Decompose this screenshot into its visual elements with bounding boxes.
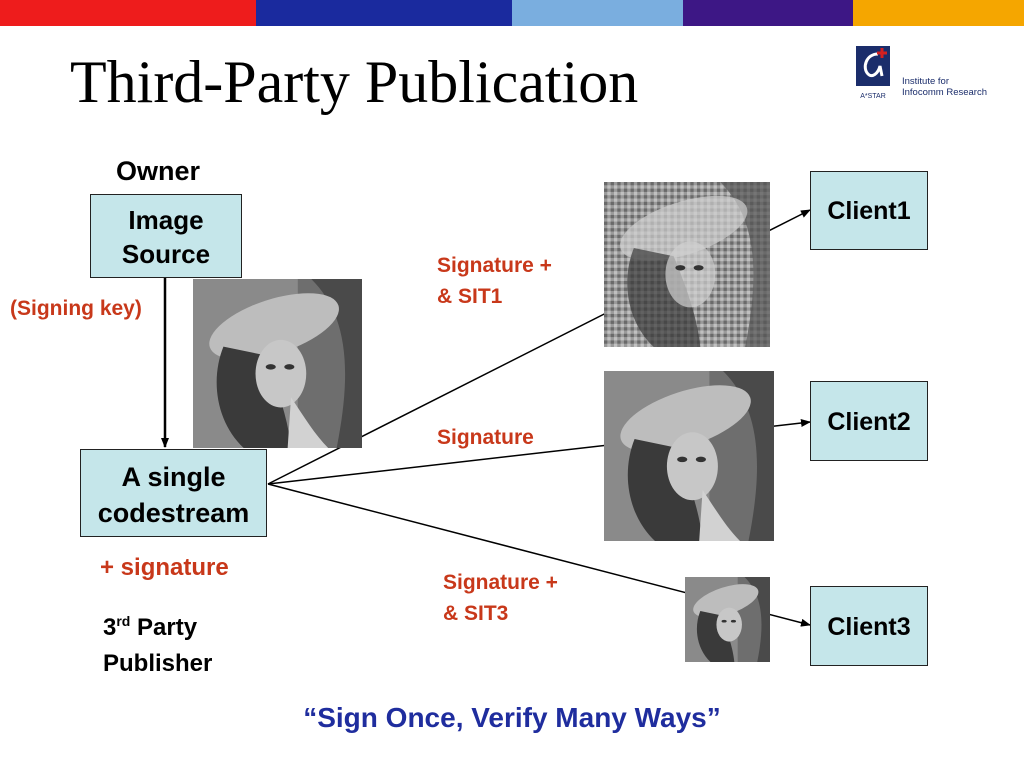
logo-text: Institute for Infocomm Research	[902, 76, 987, 98]
header-stripe-blue	[256, 0, 512, 26]
client2-edge-label: Signature	[437, 422, 534, 453]
role-suffix: Party	[130, 614, 197, 641]
client1-edge-label: Signature + & SIT1	[437, 250, 552, 312]
logo-line1: Institute for	[902, 76, 987, 87]
lena-hat-photo-icon	[604, 371, 774, 541]
tagline: “Sign Once, Verify Many Ways”	[0, 702, 1024, 734]
image-source-line2: Source	[91, 237, 241, 271]
image-source-line1: Image	[91, 203, 241, 237]
publisher-role-line1: 3rd Party	[103, 603, 212, 646]
client1-edge-line1: Signature +	[437, 250, 552, 281]
role-superscript: rd	[116, 613, 130, 629]
slide-title: Third-Party Publication	[70, 48, 638, 117]
client3-box: Client3	[810, 586, 928, 666]
header-stripe-orange	[853, 0, 1024, 26]
client3-edge-line1: Signature +	[443, 567, 558, 598]
lena-hat-photo-noisy-icon	[604, 182, 770, 347]
codestream-line1: A single	[81, 459, 266, 495]
lena-hat-photo-small-icon	[685, 577, 770, 662]
role-prefix: 3	[103, 614, 116, 641]
codestream-box: A single codestream	[80, 449, 267, 537]
client2-box: Client2	[810, 381, 928, 461]
client2-image	[604, 371, 774, 541]
logo-org-text: A*STAR	[860, 93, 886, 100]
client3-edge-label: Signature + & SIT3	[443, 567, 558, 629]
client3-edge-line2: & SIT3	[443, 598, 558, 629]
codestream-line2: codestream	[81, 495, 266, 531]
astar-logo-icon: A*STAR	[852, 44, 898, 102]
header-stripe-purple	[683, 0, 853, 26]
owner-heading: Owner	[116, 156, 200, 187]
client1-box: Client1	[810, 171, 928, 250]
client1-edge-line2: & SIT1	[437, 281, 552, 312]
image-source-box: Image Source	[90, 194, 242, 278]
header-stripe-light-blue	[512, 0, 683, 26]
lena-hat-photo-icon	[193, 279, 362, 448]
i2r-logo: A*STAR Institute for Infocomm Research	[852, 44, 1002, 104]
client3-image	[685, 577, 770, 662]
signature-note: + signature	[100, 554, 229, 582]
client1-image	[604, 182, 770, 347]
signing-key-label: (Signing key)	[10, 297, 142, 321]
header-stripe-red	[0, 0, 256, 26]
third-party-publisher-label: 3rd Party Publisher	[103, 603, 212, 682]
publisher-role-line2: Publisher	[103, 646, 212, 682]
source-image	[193, 279, 362, 448]
logo-line2: Infocomm Research	[902, 87, 987, 98]
